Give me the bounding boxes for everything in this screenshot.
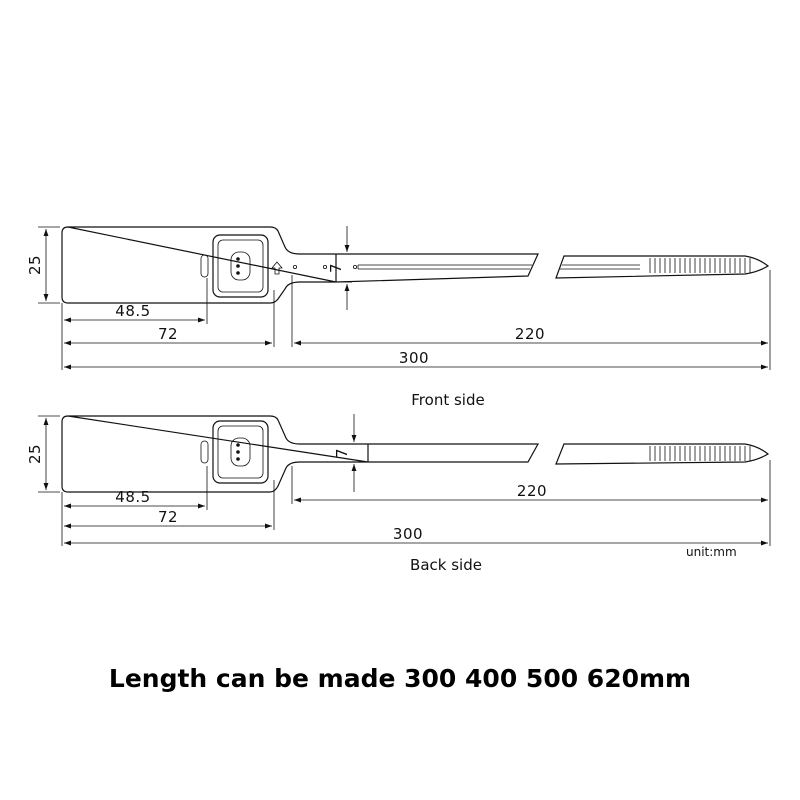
back-dim-48-5: 48.5 <box>115 488 150 506</box>
back-dim-height: 25 <box>26 415 60 493</box>
back-lock-window <box>230 437 251 467</box>
back-dim-72: 72 <box>158 508 178 526</box>
back-strap-teeth <box>649 446 751 461</box>
front-strap <box>335 253 539 283</box>
front-dim-72: 72 <box>158 325 178 343</box>
front-slot <box>200 254 209 278</box>
front-dim-300: 300 <box>399 349 429 367</box>
front-dim-48-5: 48.5 <box>115 302 150 320</box>
front-direction-arrow <box>271 261 283 275</box>
back-strap <box>368 443 540 463</box>
front-tag-outline <box>61 226 337 304</box>
back-strap-tail <box>555 443 770 465</box>
length-options-note: Length can be made 300 400 500 620mm <box>108 664 692 693</box>
back-slot <box>200 440 209 464</box>
unit-label: unit:mm <box>686 545 737 559</box>
back-dim-strap-width: 7 <box>333 414 360 492</box>
front-dim-height: 25 <box>26 226 60 304</box>
front-side-caption: Front side <box>411 391 484 409</box>
front-dim-220: 220 <box>515 325 545 343</box>
front-strap-teeth <box>649 258 751 273</box>
front-lock-housing <box>212 234 269 298</box>
front-view: 25 7 48.5 72 220 300 Front side <box>26 226 771 409</box>
back-dim-300: 300 <box>393 525 423 543</box>
back-dim-strap-width-label: 7 <box>333 448 351 458</box>
front-dim-height-label: 25 <box>26 255 44 275</box>
back-dim-220: 220 <box>517 482 547 500</box>
back-tag-outline <box>61 415 369 493</box>
back-lock-housing <box>212 420 269 484</box>
front-dim-strap-width-label: 7 <box>327 263 345 273</box>
back-side-caption: Back side <box>410 556 482 574</box>
front-dim-strap-width: 7 <box>327 226 352 310</box>
back-view: 25 7 48.5 72 220 300 unit:mm Back side <box>26 414 771 574</box>
front-strap-tail <box>555 255 770 279</box>
back-dim-height-label: 25 <box>26 444 44 464</box>
front-lock-window <box>230 251 251 281</box>
